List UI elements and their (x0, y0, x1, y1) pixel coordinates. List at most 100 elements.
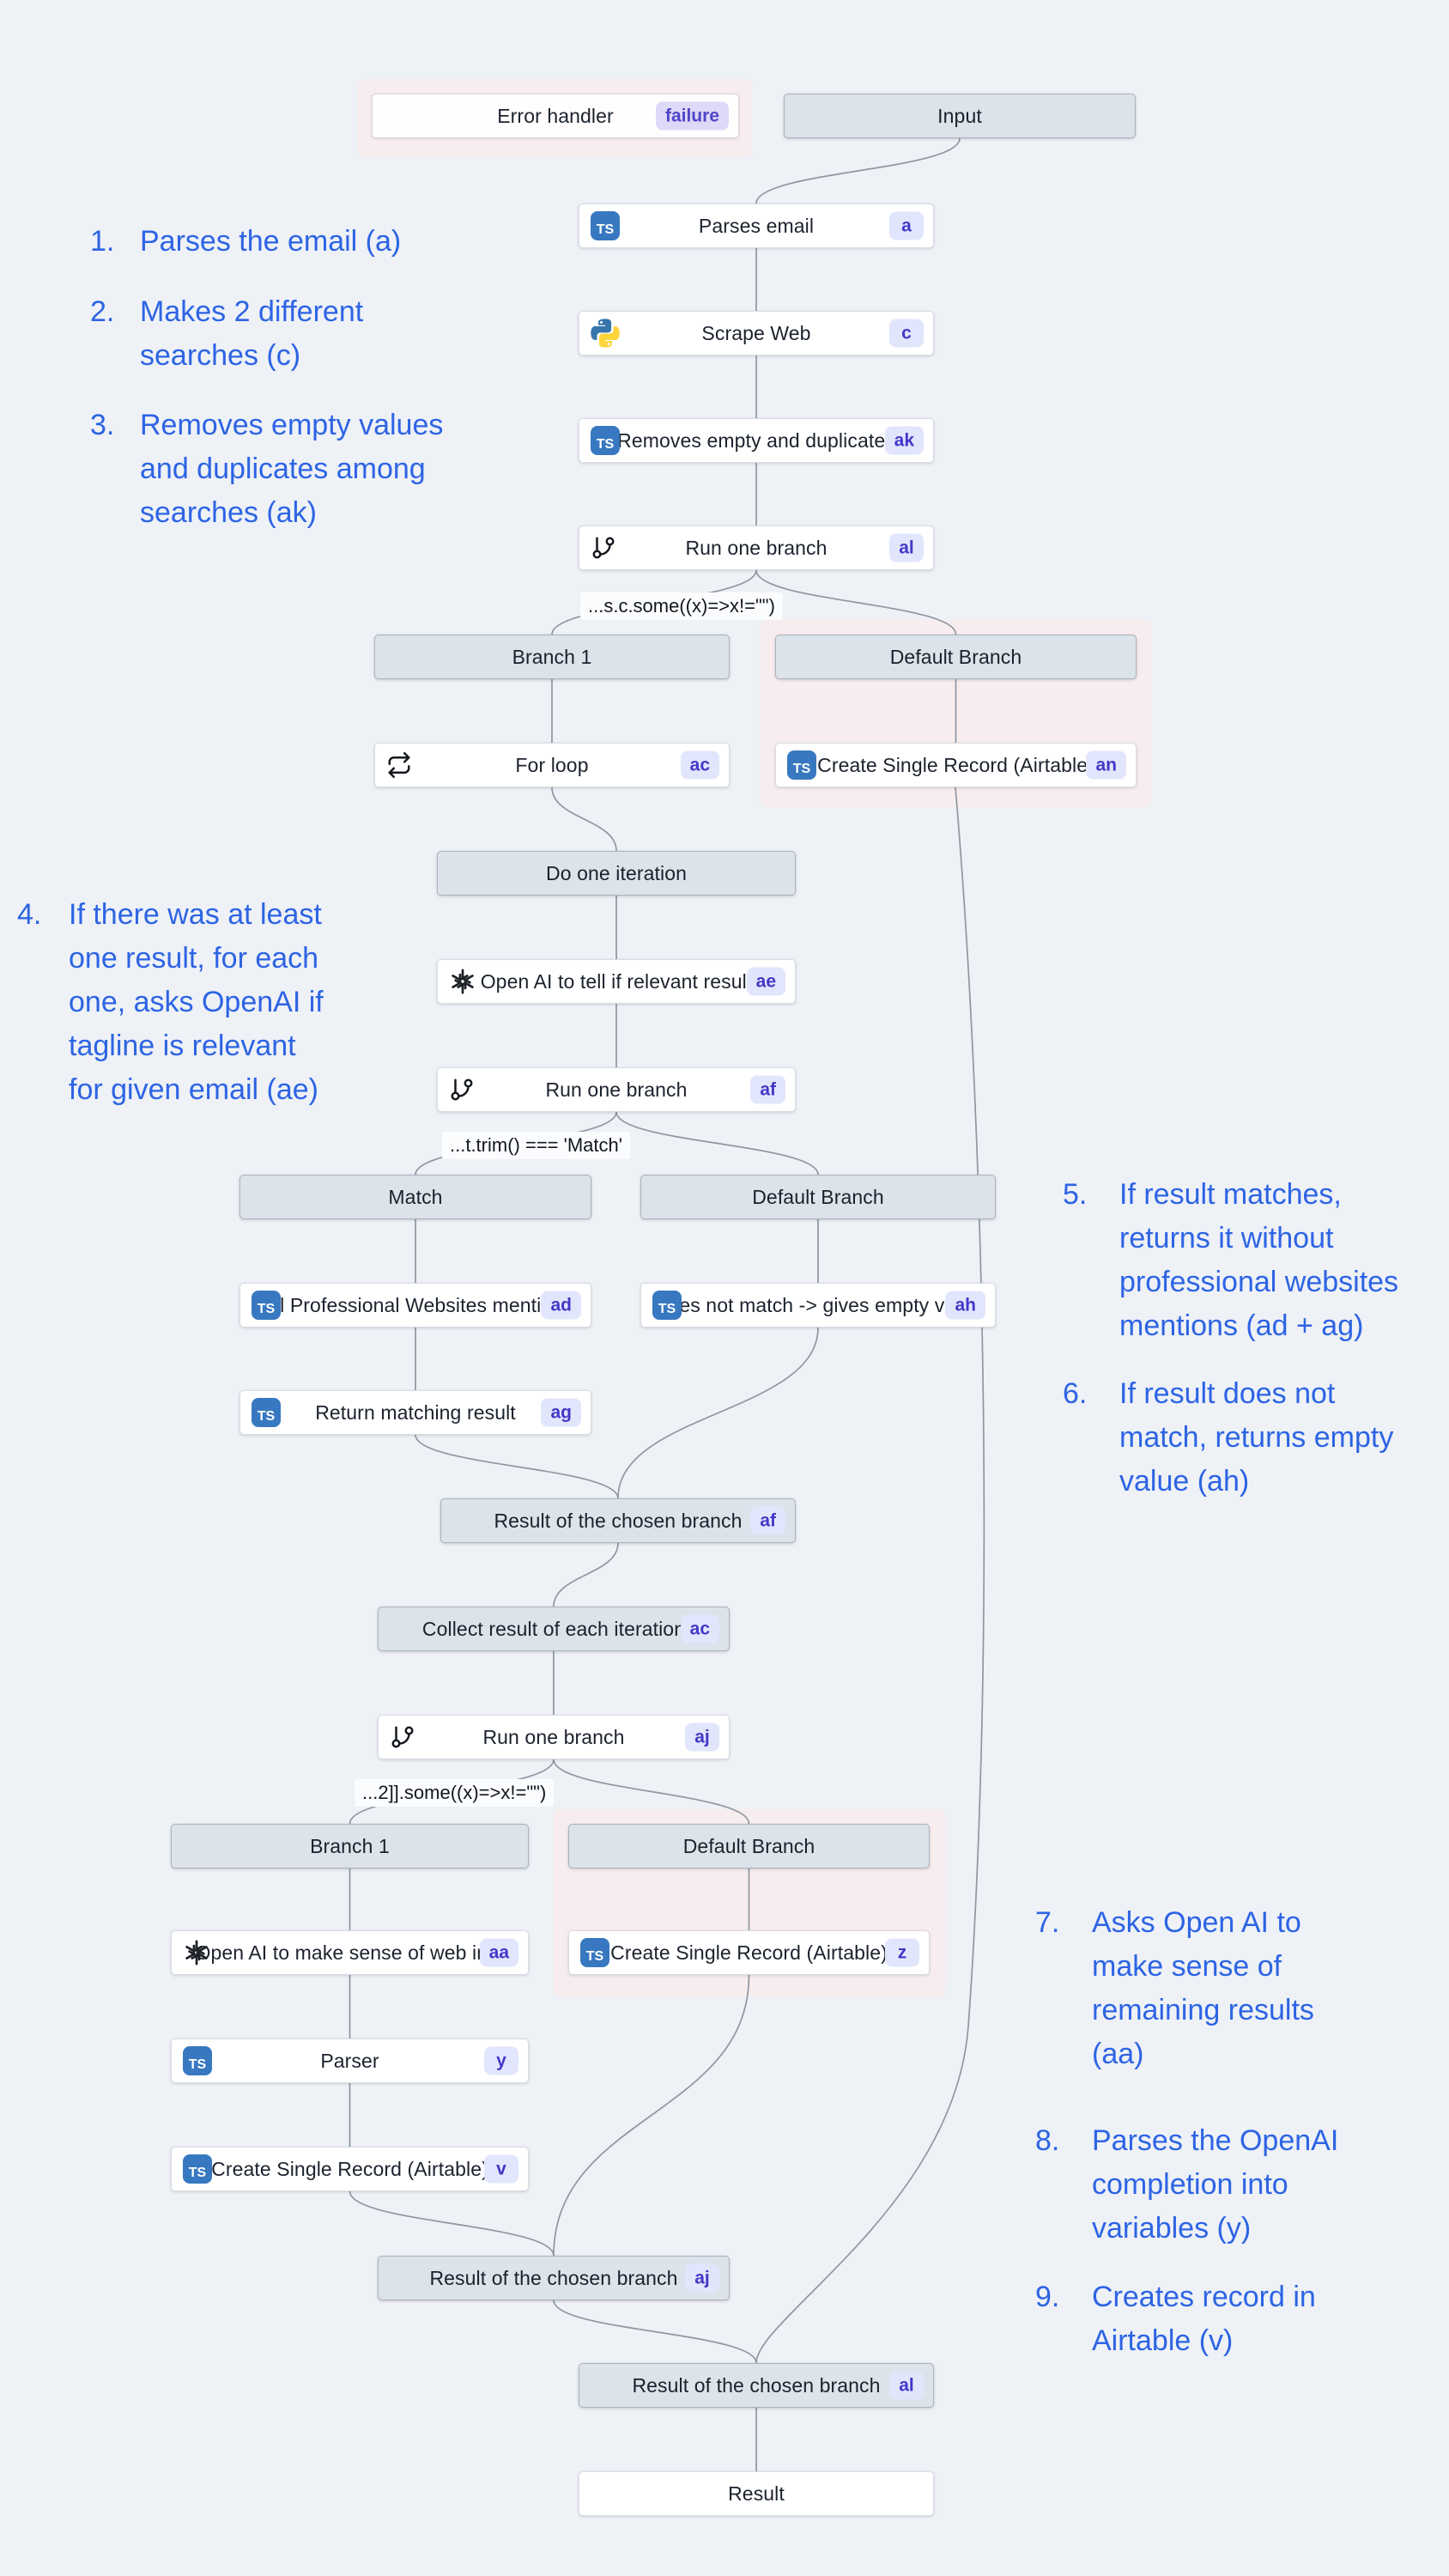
node-badge: a (889, 211, 924, 240)
typescript-icon: TS (580, 1938, 609, 1967)
annotation-text-6: If result does not match, returns empty … (1119, 1377, 1394, 1498)
node-label: Branch 1 (310, 1834, 390, 1857)
annotation-number-8: 8. (1035, 2124, 1060, 2157)
edge-run-one-branch-af-to-default-branch-mid (615, 1111, 819, 1176)
typescript-icon: TS (183, 2046, 212, 2075)
edge-result-aj-to-result-al (553, 2300, 757, 2364)
typescript-icon: TS (652, 1291, 682, 1320)
node-badge: ac (680, 1614, 719, 1643)
node-label: Collect result of each iteration (421, 1617, 686, 1640)
node-label: Parser (320, 2049, 379, 2072)
node-badge: failure (655, 101, 729, 131)
node-badge: ak (884, 426, 924, 455)
annotation-number-5: 5. (1063, 1178, 1088, 1211)
node-badge: an (1086, 750, 1126, 780)
typescript-icon: TS (252, 1291, 281, 1320)
node-label: Run one branch (482, 1725, 625, 1748)
node-label: Result of the chosen branch (429, 2266, 678, 2289)
node-input[interactable]: Input (784, 94, 1136, 138)
node-label: Default Branch (889, 645, 1022, 668)
git-branch-icon (449, 1077, 475, 1103)
node-parser[interactable]: TS Parser y (171, 2038, 529, 2083)
node-do-one-iteration[interactable]: Do one iteration (437, 851, 796, 896)
node-label: For loop (515, 753, 589, 776)
node-result[interactable]: Result (579, 2471, 934, 2516)
node-badge: ad (541, 1291, 581, 1320)
condition-label-cond-af: ...t.trim() === 'Match' (442, 1132, 630, 1159)
annotation-number-1: 1. (90, 225, 115, 258)
typescript-icon: TS (183, 2154, 212, 2184)
node-label: Run one branch (545, 1078, 688, 1101)
edge-create-record-an-to-result-al (755, 787, 985, 2364)
node-branch1-bottom[interactable]: Branch 1 (171, 1824, 529, 1868)
annotation-number-9: 9. (1035, 2281, 1060, 2313)
node-default-branch-top[interactable]: Default Branch (775, 635, 1137, 679)
node-badge: al (889, 2371, 924, 2400)
edge-return-matching-to-result-af (415, 1434, 619, 1499)
node-badge: c (889, 319, 924, 348)
edge-result-af-to-collect-results (553, 1542, 619, 1607)
loop-icon (386, 752, 412, 778)
node-match[interactable]: Match (239, 1175, 591, 1219)
typescript-icon: TS (787, 750, 816, 780)
annotation-text-9: Creates record in Airtable (v) (1092, 2281, 1316, 2357)
node-default-branch-bottom[interactable]: Default Branch (568, 1824, 930, 1868)
node-label: Input (937, 104, 982, 127)
node-label: Do one iteration (546, 861, 687, 884)
node-result-al[interactable]: Result of the chosen branch al (579, 2363, 934, 2408)
node-label: Run one branch (685, 536, 828, 559)
annotation-text-8: Parses the OpenAI completion into variab… (1092, 2124, 1339, 2245)
node-label: Removes empty and duplicates (617, 428, 895, 452)
node-label: Create Single Record (Airtable) (211, 2157, 488, 2180)
annotation-number-6: 6. (1063, 1377, 1088, 1410)
edge-run-one-branch-aj-to-default-branch-bottom (553, 1759, 750, 1825)
node-badge: z (885, 1938, 919, 1967)
node-label: Default Branch (752, 1185, 884, 1208)
annotation-text-7: Asks Open AI to make sense of remaining … (1092, 1906, 1314, 2070)
node-label: Branch 1 (512, 645, 592, 668)
openai-icon (449, 968, 476, 995)
node-branch1-top[interactable]: Branch 1 (374, 635, 730, 679)
node-badge: al (889, 533, 924, 562)
node-default-branch-mid[interactable]: Default Branch (640, 1175, 996, 1219)
node-scrape-web[interactable]: Scrape Web c (579, 311, 934, 355)
annotation-text-3: Removes empty values and duplicates amon… (140, 409, 444, 529)
node-parses-email[interactable]: TS Parses email a (579, 204, 934, 248)
node-label: Open AI to tell if relevant result (480, 969, 753, 993)
node-label: Error handler (497, 104, 614, 127)
annotation-number-7: 7. (1035, 1906, 1060, 1939)
node-badge: aa (479, 1938, 518, 1967)
node-label: Create Single Record (Airtable) (610, 1941, 888, 1964)
condition-label-cond-aj: ...2]].some((x)=>x!="") (355, 1779, 555, 1807)
node-badge: ae (746, 967, 785, 996)
node-label: Parses email (698, 214, 815, 237)
node-label: Create Single Record (Airtable) (817, 753, 1094, 776)
node-run-one-branch-al[interactable]: Run one branch al (579, 526, 934, 570)
typescript-icon: TS (591, 211, 620, 240)
condition-label-cond-al: ...s.c.some((x)=>x!="") (580, 592, 783, 620)
annotation-text-5: If result matches, returns it without pr… (1119, 1178, 1399, 1342)
annotation-number-2: 2. (90, 295, 115, 328)
node-error-handler[interactable]: Error handler failure (372, 94, 739, 138)
node-label: Default Branch (682, 1834, 815, 1857)
node-label: Result of the chosen branch (632, 2373, 881, 2397)
node-label: Scrape Web (701, 321, 811, 344)
annotation-number-3: 3. (90, 409, 115, 441)
node-badge: y (484, 2046, 518, 2075)
